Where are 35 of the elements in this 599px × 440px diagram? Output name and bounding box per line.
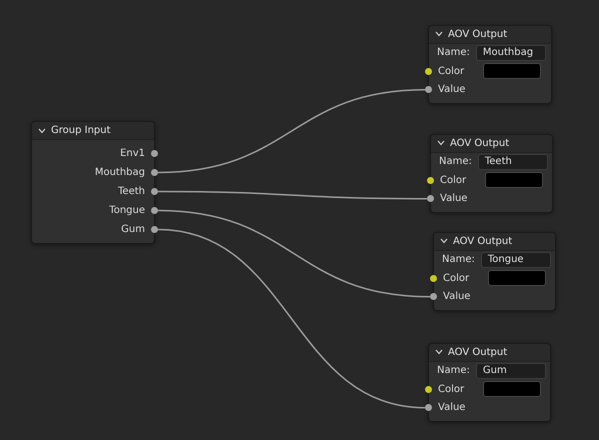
- node-panel: [428, 343, 551, 422]
- field-label: Name:: [437, 47, 470, 58]
- socket-label: Color: [438, 384, 464, 395]
- name-field: Mouthbag: [476, 44, 546, 61]
- socket-label: Teeth: [118, 186, 145, 197]
- socket-label: Gum: [121, 224, 145, 235]
- node-panel: [428, 25, 552, 104]
- name-field: Gum: [476, 362, 546, 379]
- socket-label: Tongue: [109, 205, 145, 216]
- socket-label: Value: [440, 193, 468, 204]
- socket-label: Color: [440, 174, 466, 186]
- socket-label: Env1: [120, 148, 145, 159]
- node-title: AOV Output: [448, 346, 508, 358]
- node-title: AOV Output: [453, 236, 512, 247]
- field-label: Name:: [442, 254, 475, 266]
- node-link-wire: [158, 190, 427, 200]
- node-panel: [433, 232, 556, 311]
- node-panel: [430, 134, 553, 213]
- name-field: Teeth: [478, 154, 548, 170]
- node-link-wire: [158, 89, 426, 174]
- node-link-wire: [158, 228, 426, 408]
- socket-label: Color: [438, 66, 464, 77]
- node-title: Group Input: [51, 125, 111, 136]
- socket-label: Value: [438, 84, 466, 96]
- node-title: AOV Output: [448, 28, 508, 40]
- socket-label: Mouthbag: [94, 167, 145, 178]
- field-label: Name:: [439, 156, 472, 168]
- field-label: Name:: [437, 365, 470, 376]
- node-link-wire: [158, 210, 430, 298]
- socket-label: Value: [443, 291, 470, 302]
- node-panel: [31, 121, 155, 244]
- name-field: Tongue: [480, 252, 551, 268]
- socket-label: Color: [443, 272, 470, 284]
- socket-label: Value: [438, 402, 466, 414]
- node-title: AOV Output: [450, 138, 510, 149]
